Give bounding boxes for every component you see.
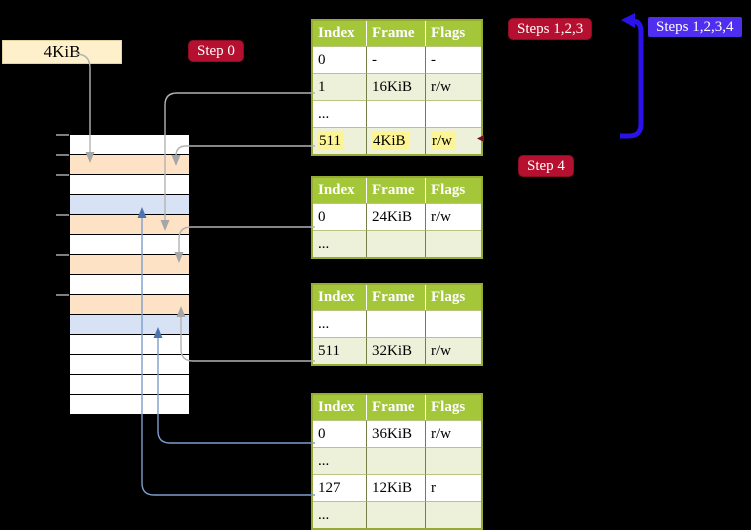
table-cell: 24KiB [367,203,426,230]
table-cell: 0 [313,420,367,447]
column-header: Flags [426,21,481,46]
table-cell [426,447,481,474]
table-row: ... [313,100,481,127]
pt3-entry0-arrow [174,226,315,263]
memory-tick [56,154,69,156]
table-cell: r/w [426,203,481,230]
memory-tick [56,254,69,256]
pt2-entry511-arrow [176,306,315,362]
table-cell: - [426,46,481,73]
memory-tick [56,214,69,216]
table-cell [367,100,426,127]
column-header: Index [313,21,367,46]
pt4-entry511-arrow [171,145,315,166]
table-cell: 32KiB [367,337,426,364]
table-cell [426,230,481,257]
steps-loop-arrow [620,13,644,139]
memory-frame-row [70,155,189,175]
table-cell: r/w [426,73,481,100]
frame-size-label-box: 4KiB [2,40,122,64]
table-cell: ... [313,447,367,474]
table-cell [367,310,426,337]
memory-frame-row [70,255,189,275]
memory-frame-row [70,355,189,375]
column-header: Flags [426,178,481,203]
memory-tick [56,294,69,296]
memory-frame-row [70,295,189,315]
column-header: Frame [367,178,426,203]
memory-frame-row [70,315,189,335]
table-cell [367,447,426,474]
steps-1-2-3-4-badge: Steps 1,2,3,4 [648,17,742,37]
column-header: Flags [426,395,481,420]
table-cell [426,501,481,528]
step-0-badge: Step 0 [188,40,244,62]
table-cell [426,310,481,337]
memory-frame-row [70,175,189,195]
table-cell: ... [313,100,367,127]
column-header: Frame [367,21,426,46]
table-cell: r/w [426,127,481,154]
memory-frame-row [70,195,189,215]
table-cell: r/w [426,420,481,447]
table-cell: - [367,46,426,73]
column-header: Index [313,285,367,310]
memory-frame-row [70,215,189,235]
table-cell: r/w [426,337,481,364]
table-cell: 511 [313,337,367,364]
table-row: ... [313,310,481,337]
memory-frame-row [70,395,189,414]
table-cell: 1 [313,73,367,100]
table-row: ... [313,447,481,474]
memory-tick [56,134,69,136]
memory-frame-row [70,275,189,295]
table-cell: 511 [313,127,367,154]
table-cell [367,230,426,257]
memory-frame-row [70,235,189,255]
table-row: 0-- [313,46,481,73]
table-cell: 127 [313,474,367,501]
memory-tick [56,174,69,176]
memory-frame-row [70,375,189,395]
physical-memory-column [69,134,190,415]
table-row: ... [313,230,481,257]
column-header: Flags [426,285,481,310]
table-cell: ... [313,310,367,337]
table-cell: 4KiB [367,127,426,154]
table-cell: 36KiB [367,420,426,447]
table-cell: 16KiB [367,73,426,100]
table-cell [426,100,481,127]
step-4-badge: Step 4 [518,155,574,177]
column-header: Frame [367,285,426,310]
table-cell: ... [313,501,367,528]
column-header: Frame [367,395,426,420]
table-cell: ... [313,230,367,257]
column-header: Index [313,178,367,203]
column-header: Index [313,395,367,420]
memory-frame-row [70,135,189,155]
memory-frame-row [70,335,189,355]
table-cell: 12KiB [367,474,426,501]
steps-1-2-3-badge: Steps 1,2,3 [508,18,593,40]
table-cell: r [426,474,481,501]
table-cell: 0 [313,203,367,230]
table-row: ... [313,501,481,528]
table-cell [367,501,426,528]
table-cell: 0 [313,46,367,73]
